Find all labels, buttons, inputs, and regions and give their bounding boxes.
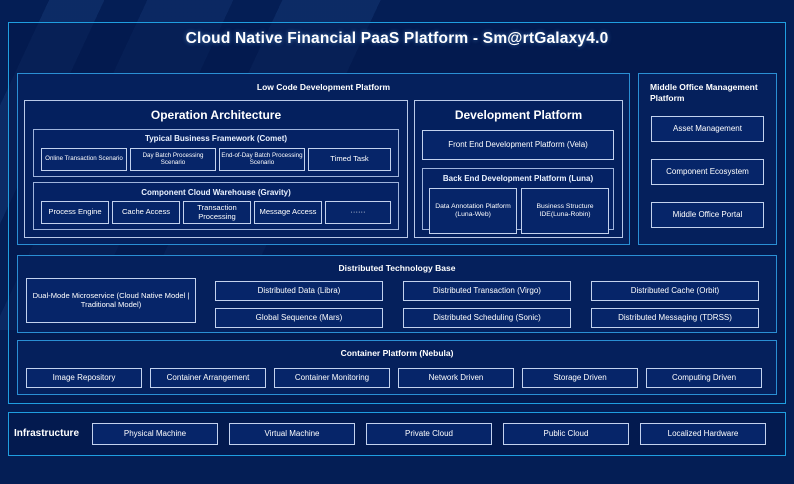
chip-label: Global Sequence (Mars) (255, 312, 343, 322)
chip-storage-driven[interactable]: Storage Driven (522, 368, 638, 388)
chip-label: Distributed Messaging (TDRSS) (618, 312, 732, 322)
chip-distributed-messaging[interactable]: Distributed Messaging (TDRSS) (591, 308, 759, 328)
distributed-technology-base-title: Distributed Technology Base (338, 263, 456, 273)
chip-process-engine[interactable]: Process Engine (41, 201, 109, 224)
chip-message-access[interactable]: Message Access (254, 201, 322, 224)
chip-label: Cache Access (121, 207, 171, 217)
chip-cache-access[interactable]: Cache Access (112, 201, 180, 224)
chip-label: Localized Hardware (667, 428, 739, 438)
chip-virtual-machine[interactable]: Virtual Machine (229, 423, 355, 445)
container-platform-title: Container Platform (Nebula) (340, 348, 454, 358)
chip-label: Online Transaction Scenario (45, 155, 123, 163)
chip-dual-mode-microservice[interactable]: Dual-Mode Microservice (Cloud Native Mod… (26, 278, 196, 323)
chip-more-ellipsis[interactable]: ······ (325, 201, 391, 224)
chip-label: Network Driven (428, 372, 484, 382)
page-title: Cloud Native Financial PaaS Platform - S… (185, 30, 609, 47)
chip-label: Private Cloud (404, 428, 454, 438)
middle-office-title: Middle Office Management Platform (650, 82, 758, 104)
chip-end-of-day-batch-processing-scenario[interactable]: End-of-Day Batch Processing Scenario (219, 148, 305, 171)
infrastructure-label: Infrastructure (14, 428, 80, 439)
development-platform-title: Development Platform (454, 108, 583, 122)
chip-label: Front End Development Platform (Vela) (448, 139, 588, 149)
chip-middle-office-portal[interactable]: Middle Office Portal (651, 202, 764, 228)
chip-image-repository[interactable]: Image Repository (26, 368, 142, 388)
chip-label: Distributed Cache (Orbit) (630, 285, 720, 295)
operation-architecture-title: Operation Architecture (150, 108, 282, 122)
chip-distributed-scheduling[interactable]: Distributed Scheduling (Sonic) (403, 308, 571, 328)
chip-label: Transaction Processing (197, 203, 237, 221)
chip-computing-driven[interactable]: Computing Driven (646, 368, 762, 388)
chip-label: Asset Management (673, 123, 742, 133)
typical-business-framework-title: Typical Business Framework (Comet) (144, 134, 288, 143)
chip-label: Data Annotation Platform (Luna-Web) (435, 203, 511, 218)
chip-label: Process Engine (48, 207, 102, 217)
chip-private-cloud[interactable]: Private Cloud (366, 423, 492, 445)
chip-day-batch-processing-scenario[interactable]: Day Batch Processing Scenario (130, 148, 216, 171)
chip-front-end-development-platform[interactable]: Front End Development Platform (Vela) (422, 130, 614, 160)
low-code-band-title: Low Code Development Platform (256, 82, 391, 92)
chip-label: Container Monitoring (294, 372, 370, 382)
chip-label: Physical Machine (123, 428, 187, 438)
chip-label: Computing Driven (671, 372, 737, 382)
chip-distributed-cache[interactable]: Distributed Cache (Orbit) (591, 281, 759, 301)
chip-label: Dual-Mode Microservice (Cloud Native Mod… (32, 291, 190, 309)
chip-timed-task[interactable]: Timed Task (308, 148, 391, 171)
chip-container-arrangement[interactable]: Container Arrangement (150, 368, 266, 388)
chip-business-structure-ide[interactable]: Business Structure IDE(Luna-Robin) (521, 188, 609, 234)
chip-label: Storage Driven (553, 372, 607, 382)
back-end-development-platform-title: Back End Development Platform (Luna) (442, 174, 594, 183)
chip-physical-machine[interactable]: Physical Machine (92, 423, 218, 445)
chip-label: Container Arrangement (166, 372, 250, 382)
chip-distributed-data[interactable]: Distributed Data (Libra) (215, 281, 383, 301)
chip-label: Public Cloud (543, 428, 589, 438)
chip-label: End-of-Day Batch Processing Scenario (221, 151, 303, 166)
chip-network-driven[interactable]: Network Driven (398, 368, 514, 388)
chip-label: Distributed Scheduling (Sonic) (433, 312, 541, 322)
chip-label: ······ (350, 207, 366, 217)
chip-label: Message Access (259, 207, 317, 217)
component-cloud-warehouse-title: Component Cloud Warehouse (Gravity) (141, 188, 291, 197)
chip-label: Business Structure IDE(Luna-Robin) (536, 203, 594, 218)
chip-label: Virtual Machine (264, 428, 320, 438)
chip-container-monitoring[interactable]: Container Monitoring (274, 368, 390, 388)
chip-localized-hardware[interactable]: Localized Hardware (640, 423, 766, 445)
chip-label: Day Batch Processing Scenario (142, 151, 204, 166)
chip-label: Component Ecosystem (666, 166, 749, 176)
chip-distributed-transaction[interactable]: Distributed Transaction (Virgo) (403, 281, 571, 301)
chip-label: Distributed Transaction (Virgo) (433, 285, 541, 295)
chip-label: Distributed Data (Libra) (257, 285, 341, 295)
chip-label: Image Repository (52, 372, 116, 382)
chip-label: Timed Task (330, 154, 369, 164)
chip-global-sequence[interactable]: Global Sequence (Mars) (215, 308, 383, 328)
chip-public-cloud[interactable]: Public Cloud (503, 423, 629, 445)
chip-label: Middle Office Portal (672, 209, 743, 219)
chip-data-annotation-platform[interactable]: Data Annotation Platform (Luna-Web) (429, 188, 517, 234)
chip-component-ecosystem[interactable]: Component Ecosystem (651, 159, 764, 185)
chip-asset-management[interactable]: Asset Management (651, 116, 764, 142)
chip-online-transaction-scenario[interactable]: Online Transaction Scenario (41, 148, 127, 171)
chip-transaction-processing[interactable]: Transaction Processing (183, 201, 251, 224)
